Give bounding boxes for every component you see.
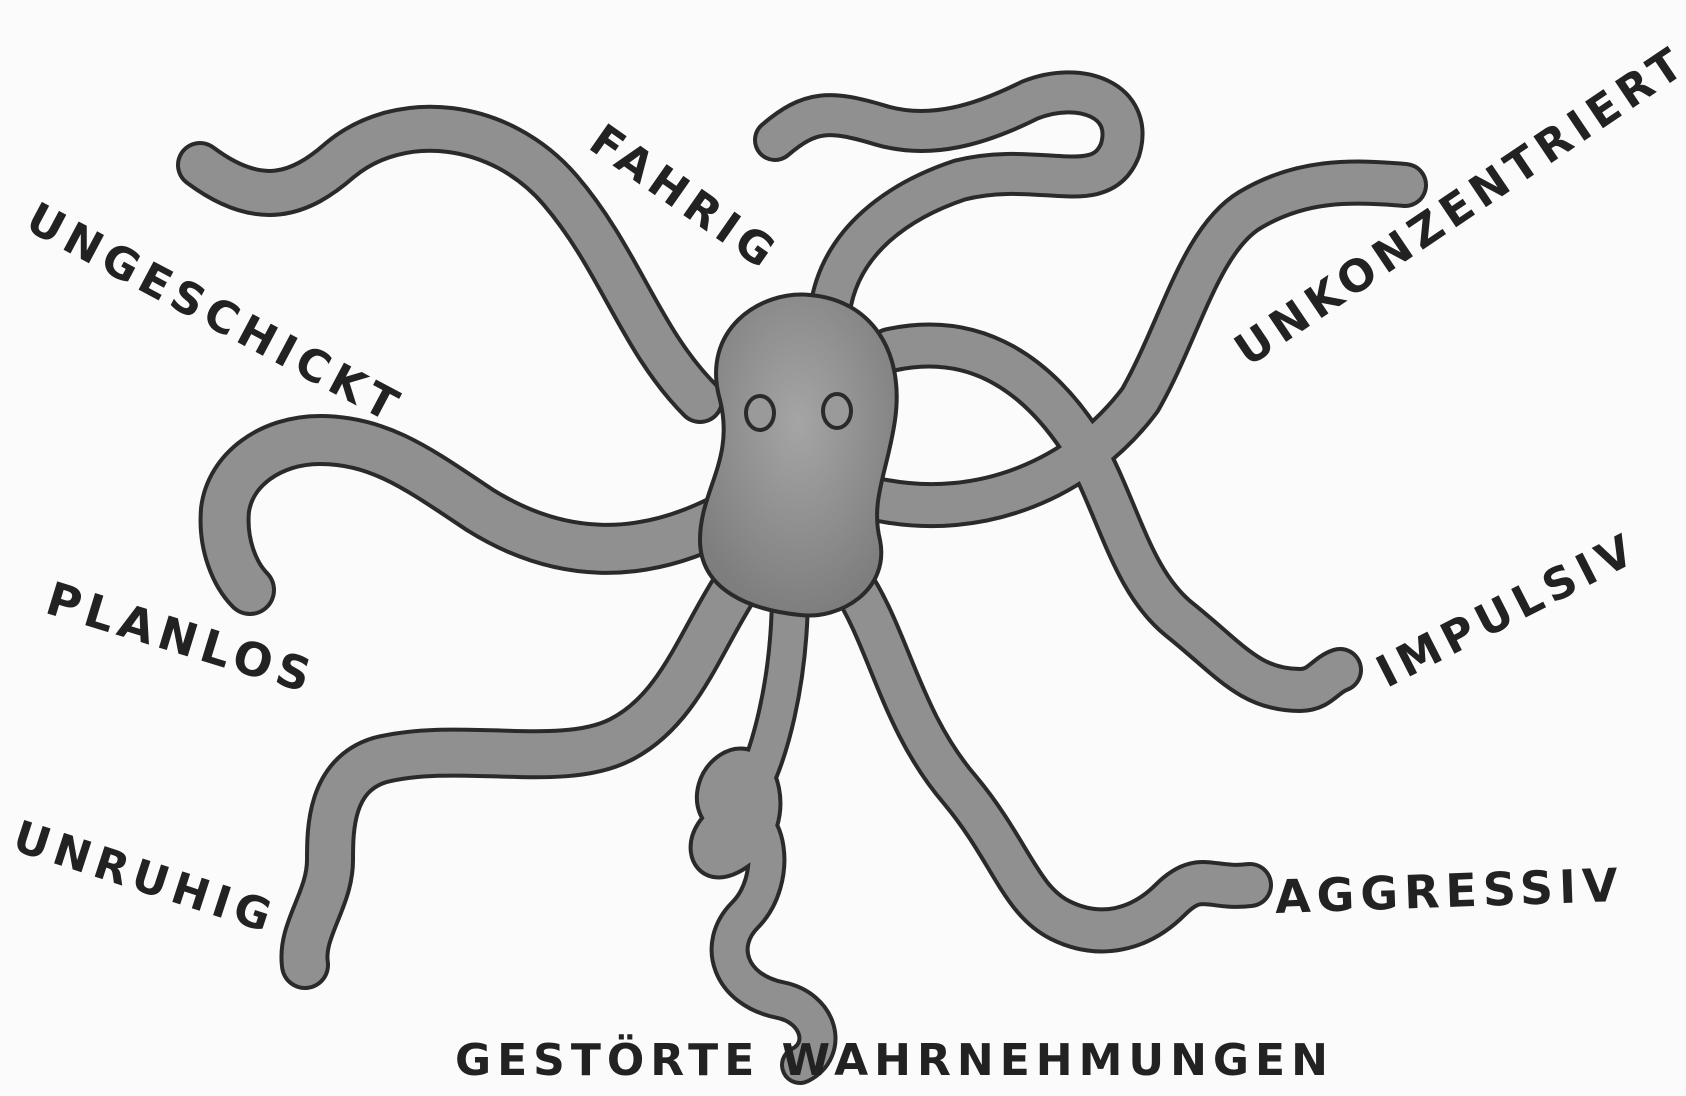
label-gestoerte-wahrnehmungen: GESTÖRTE WAHRNEHMUNGEN [455,1035,1334,1086]
left-eye [746,396,774,430]
right-eye [823,394,851,428]
octopus-body [700,295,897,616]
